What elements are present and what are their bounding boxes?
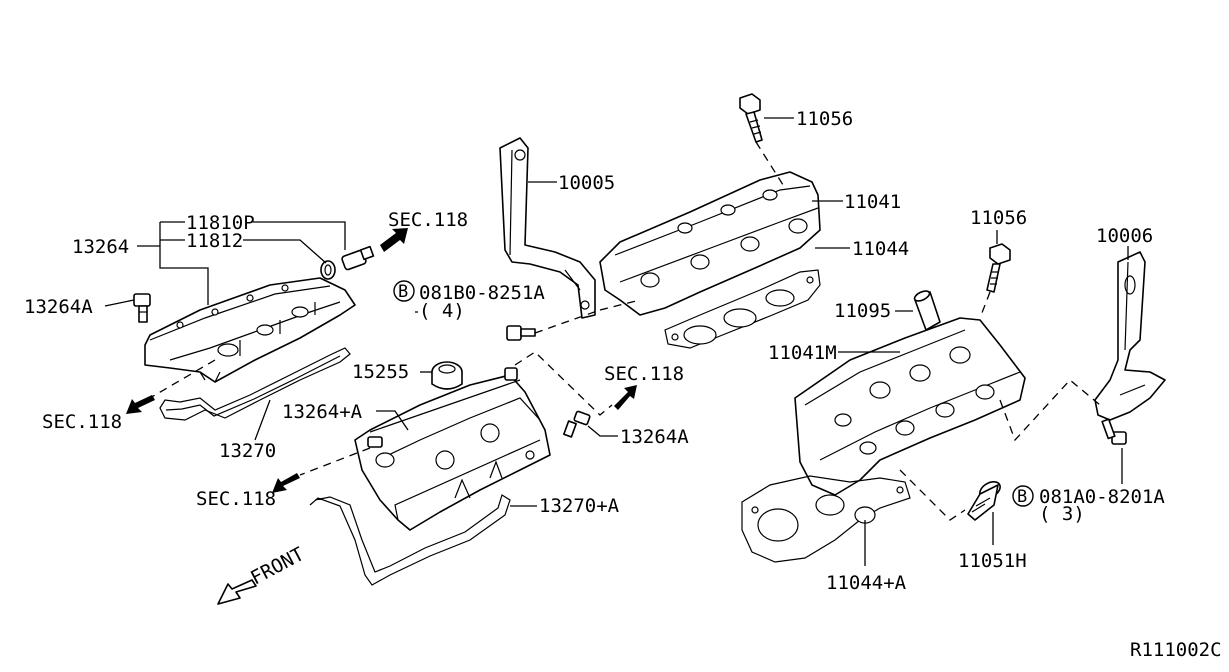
sec118-arrow-d (272, 473, 300, 493)
label-13270[interactable]: 13270 (219, 440, 276, 462)
label-bolt-081a0-qty: ( 3) (1039, 503, 1085, 525)
plug-11051h[interactable] (967, 478, 1003, 521)
sec118-arrow-c (614, 385, 637, 410)
leader-lines (104, 117, 1129, 566)
label-11044[interactable]: 11044 (852, 238, 909, 260)
bolt-symbol-b2: B (1012, 485, 1034, 507)
label-11051h[interactable]: 11051H (958, 550, 1027, 572)
part-labels: 11056 10005 11041 11810P 11812 13264 SEC… (24, 108, 1222, 661)
bolt-symbol-b1: B (393, 280, 415, 302)
label-10006[interactable]: 10006 (1096, 225, 1153, 247)
label-10005[interactable]: 10005 (558, 172, 615, 194)
valve-cover-right[interactable] (354, 374, 551, 531)
label-sec118-d[interactable]: SEC.118 (196, 488, 276, 510)
label-11812[interactable]: 11812 (186, 230, 243, 252)
label-11095[interactable]: 11095 (834, 300, 891, 322)
b-symbol-text: B (1017, 487, 1027, 507)
label-bolt-081b0[interactable]: 081B0-8251A (419, 282, 545, 304)
grommet-11812[interactable] (320, 260, 336, 280)
label-15255[interactable]: 15255 (352, 361, 409, 383)
sensor-13264a-left[interactable] (133, 293, 151, 323)
label-front: FRONT (247, 543, 308, 589)
label-11041m[interactable]: 11041M (768, 342, 837, 364)
bracket-10006[interactable] (1094, 251, 1166, 421)
bracket-10005[interactable] (499, 137, 596, 319)
label-bolt-081b0-qty: ( 4) (419, 300, 465, 322)
label-13264-a[interactable]: 13264+A (282, 401, 363, 423)
head-bolt-11056-mid[interactable] (986, 243, 1011, 293)
bolt-081a0-8201a[interactable] (1101, 418, 1127, 445)
label-11056-mid[interactable]: 11056 (970, 207, 1027, 229)
label-sec118-a[interactable]: SEC.118 (388, 209, 468, 231)
gasket-13270-a[interactable] (309, 494, 511, 586)
label-11056-top[interactable]: 11056 (796, 108, 853, 130)
breather-connector[interactable] (504, 367, 518, 381)
cylinder-head-11041m[interactable] (794, 317, 1026, 496)
dowel-11095[interactable] (913, 289, 941, 331)
label-bolt-081a0[interactable]: 081A0-8201A (1039, 486, 1165, 508)
label-13264a-right[interactable]: 13264A (620, 426, 689, 448)
label-13264a-left[interactable]: 13264A (24, 296, 93, 318)
label-11810p[interactable]: 11810P (186, 212, 255, 234)
pcv-valve-11810p[interactable] (341, 245, 375, 271)
sec118-arrow-b (126, 395, 155, 414)
label-13264[interactable]: 13264 (72, 236, 129, 258)
label-11041[interactable]: 11041 (844, 191, 901, 213)
reference-code: R111002C (1130, 639, 1222, 661)
sec118-arrow-a (380, 228, 408, 252)
label-sec118-c[interactable]: SEC.118 (604, 363, 684, 385)
head-bolt-11056-top[interactable] (739, 93, 763, 143)
cylinder-head-11041[interactable] (599, 171, 821, 316)
gasket-13270[interactable] (159, 347, 351, 421)
head-gasket-11044[interactable] (664, 269, 821, 349)
b-symbol-text: B (398, 282, 408, 302)
head-gasket-11044-a[interactable] (741, 475, 911, 563)
label-sec118-b[interactable]: SEC.118 (42, 411, 122, 433)
oil-filler-cap-15255[interactable] (431, 361, 463, 390)
bolt-081b0-8251a[interactable] (506, 325, 536, 341)
front-direction-arrow (217, 579, 257, 605)
valve-cover-left[interactable] (144, 277, 356, 383)
sensor-13264a-right[interactable] (563, 410, 591, 438)
label-13270-a[interactable]: 13270+A (539, 495, 620, 517)
assembly-dashed-lines (149, 141, 1101, 521)
label-11044-a[interactable]: 11044+A (826, 572, 907, 594)
